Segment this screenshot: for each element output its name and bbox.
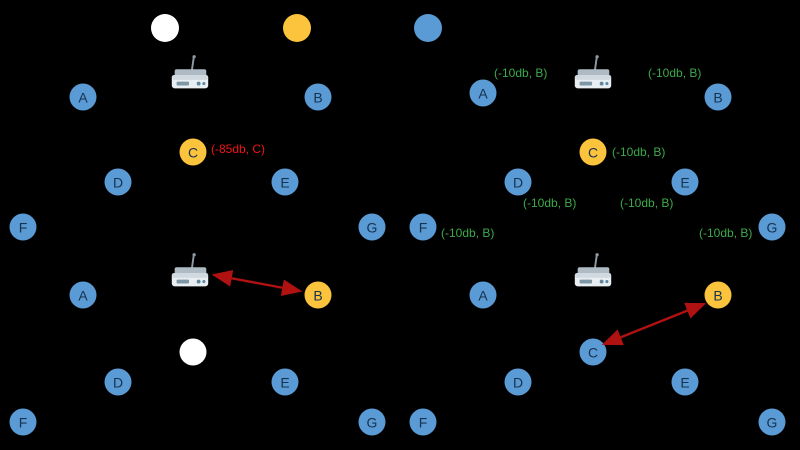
legend-dot-white (151, 14, 179, 42)
node-label: F (18, 219, 28, 235)
node-bottom-left-A: A (69, 281, 97, 309)
node-label: B (713, 89, 723, 105)
node-top-left-F: F (9, 213, 37, 241)
node-label: C (187, 144, 199, 160)
node-bottom-left-B: B (304, 281, 332, 309)
node-label: D (512, 174, 524, 190)
node-top-right-G: G (758, 213, 786, 241)
router-top-left (167, 54, 213, 94)
node-bottom-right-D: D (504, 368, 532, 396)
router-bottom-right (570, 252, 616, 292)
node-top-right-E: E (671, 168, 699, 196)
legend-dot-yellow (283, 14, 311, 42)
node-label: D (512, 374, 524, 390)
node-label: B (313, 287, 323, 303)
node-label: E (680, 374, 690, 390)
node-bottom-left-F: F (9, 408, 37, 436)
node-bottom-right-C: C (579, 338, 607, 366)
router-top-right (570, 54, 616, 94)
wifi-router-icon (574, 253, 612, 287)
node-top-left-B: B (304, 83, 332, 111)
node-bottom-left-C (179, 338, 207, 366)
node-bottom-left-G: G (358, 408, 386, 436)
signal-annotation-top-right-C: (-10db, B) (612, 145, 666, 159)
node-label: D (112, 374, 124, 390)
node-label: E (680, 174, 690, 190)
node-label: G (766, 414, 778, 430)
node-label: A (78, 89, 88, 105)
wifi-router-icon (171, 55, 209, 89)
signal-annotation-top-right-B: (-10db, B) (648, 66, 702, 80)
node-label: G (766, 219, 778, 235)
node-label: G (366, 414, 378, 430)
node-label: A (478, 287, 488, 303)
legend-dot-blue (414, 14, 442, 42)
node-label: F (418, 219, 428, 235)
signal-annotation-top-right-G: (-10db, B) (699, 226, 753, 240)
node-top-left-C: C (179, 138, 207, 166)
node-top-right-A: A (469, 79, 497, 107)
node-top-left-G: G (358, 213, 386, 241)
signal-annotation-top-right-D: (-10db, B) (523, 196, 577, 210)
router-bottom-left (167, 252, 213, 292)
node-label: A (478, 85, 488, 101)
node-label: E (280, 174, 290, 190)
node-top-right-B: B (704, 83, 732, 111)
wifi-router-icon (574, 55, 612, 89)
node-label: A (78, 287, 88, 303)
node-top-left-E: E (271, 168, 299, 196)
signal-annotation-top-left-C: (-85db, C) (211, 142, 266, 156)
signal-annotation-top-right-F: (-10db, B) (441, 226, 495, 240)
node-label: F (18, 414, 28, 430)
node-bottom-left-D: D (104, 368, 132, 396)
node-top-right-D: D (504, 168, 532, 196)
node-label: F (418, 414, 428, 430)
node-top-right-F: F (409, 213, 437, 241)
node-label: C (587, 144, 599, 160)
node-label: B (713, 287, 723, 303)
node-top-right-C: C (579, 138, 607, 166)
node-label: G (366, 219, 378, 235)
node-label: C (587, 344, 599, 360)
node-bottom-left-E: E (271, 368, 299, 396)
node-bottom-right-E: E (671, 368, 699, 396)
node-label: B (313, 89, 323, 105)
wifi-router-icon (171, 253, 209, 287)
node-top-left-A: A (69, 83, 97, 111)
node-bottom-right-A: A (469, 281, 497, 309)
node-bottom-right-B: B (704, 281, 732, 309)
node-label: D (112, 174, 124, 190)
signal-annotation-top-right-E: (-10db, B) (620, 196, 674, 210)
signal-annotation-top-right-A: (-10db, B) (494, 66, 548, 80)
node-bottom-right-G: G (758, 408, 786, 436)
node-top-left-D: D (104, 168, 132, 196)
node-bottom-right-F: F (409, 408, 437, 436)
node-label: E (280, 374, 290, 390)
